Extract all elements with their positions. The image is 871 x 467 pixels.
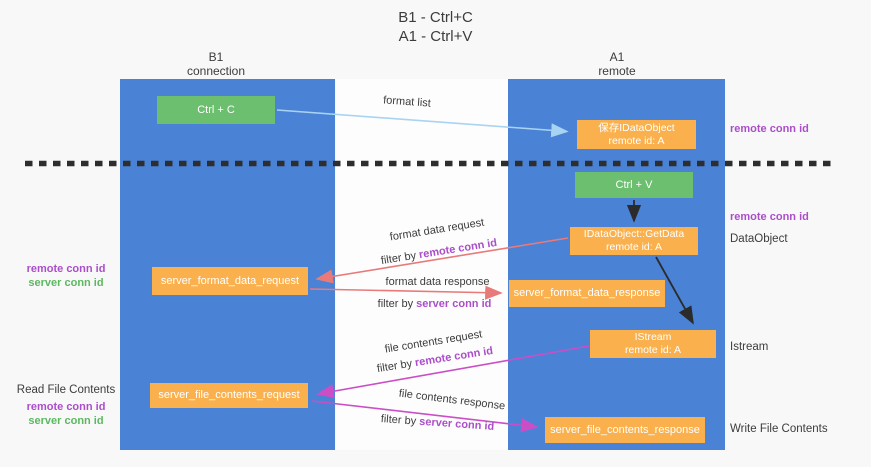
label-format-data-response: format data response [385, 276, 490, 288]
server-conn-id-text: server conn id [416, 298, 492, 310]
node-istream-line2: remote id: A [624, 344, 682, 356]
node-istream-line1: IStream [634, 331, 672, 343]
node-save-idataobject: 保存IDataObject remote id: A [577, 120, 696, 149]
lane-b1-subtitle: connection [186, 64, 246, 78]
annotation-remote-conn-id-mid: remote conn id [730, 211, 809, 223]
node-save-idataobject-line1: 保存IDataObject [598, 121, 675, 134]
title-line-1: B1 - Ctrl+C [398, 9, 473, 26]
lane-header-b1: B1 connection [156, 50, 276, 78]
node-getdata-line2: remote id: A [605, 241, 663, 253]
annotation-write-file-contents: Write File Contents [730, 423, 828, 435]
node-server-file-contents-response-label: server_file_contents_response [550, 423, 700, 436]
annotation-dataobject: DataObject [730, 233, 788, 245]
node-server-format-data-request: server_format_data_request [152, 267, 308, 295]
annotation-left-server-conn-id-1: server conn id [28, 277, 104, 289]
annotation-read-file-contents: Read File Contents [16, 384, 116, 396]
lane-a1-name: A1 [609, 50, 625, 64]
label-filter-server-1: filter by server conn id [372, 298, 497, 310]
node-ctrl-v-label: Ctrl + V [615, 178, 653, 191]
node-server-file-contents-request-label: server_file_contents_request [158, 389, 300, 401]
title-line-2: A1 - Ctrl+V [398, 28, 473, 45]
node-idataobject-getdata: IDataObject::GetData remote id: A [570, 227, 698, 255]
annotation-remote-conn-id-top: remote conn id [730, 123, 809, 135]
node-server-format-data-response: server_format_data_response [509, 280, 665, 307]
annotation-istream: Istream [730, 341, 769, 353]
lane-b1-name: B1 [208, 50, 224, 64]
filter-by-text: filter by [377, 298, 417, 310]
node-server-file-contents-response: server_file_contents_response [545, 417, 705, 443]
lane-a1-subtitle: remote [598, 64, 636, 78]
annotation-left-remote-conn-id-2: remote conn id [26, 401, 106, 413]
node-getdata-line1: IDataObject::GetData [583, 228, 685, 240]
node-save-idataobject-line2: remote id: A [608, 134, 665, 147]
annotation-left-server-conn-id-2: server conn id [28, 415, 104, 427]
diagram-title: B1 - Ctrl+C A1 - Ctrl+V [0, 8, 871, 46]
node-server-format-data-request-label: server_format_data_request [160, 274, 300, 287]
node-ctrl-c-label: Ctrl + C [197, 103, 235, 116]
lane-header-a1: A1 remote [557, 50, 677, 78]
node-ctrl-v: Ctrl + V [575, 172, 693, 198]
annotation-left-remote-conn-id-1: remote conn id [26, 263, 106, 275]
node-server-file-contents-request: server_file_contents_request [150, 383, 308, 408]
node-server-format-data-response-label: server_format_data_response [513, 287, 661, 299]
node-istream: IStream remote id: A [590, 330, 716, 358]
node-ctrl-c: Ctrl + C [157, 96, 275, 124]
